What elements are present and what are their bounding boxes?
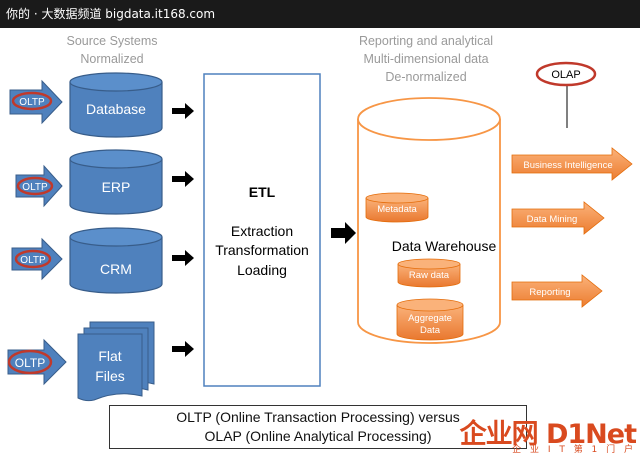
metadata-label: Metadata (377, 204, 417, 215)
watermark-main: 企业网 D1Net (459, 419, 637, 450)
source-header-line2: Normalized (80, 52, 144, 66)
etl-line-extraction: Extraction (231, 223, 293, 239)
output-label: Data Mining (527, 214, 578, 225)
source-label: Database (86, 101, 146, 117)
etl-line-transformation: Transformation (215, 242, 309, 258)
output-data-mining-arrow: Data Mining (511, 201, 605, 235)
output-label: Reporting (529, 287, 570, 298)
source-label: ERP (102, 179, 131, 195)
source-label: CRM (100, 261, 132, 277)
arrow-to-etl (172, 171, 194, 187)
watermark-logo: 企业网 D1Net 企 业 I T 第 1 门 户 (460, 412, 640, 458)
oltp-tag: OLTP (14, 249, 52, 269)
olap-tag-label: OLAP (551, 69, 580, 81)
etl-line-loading: Loading (237, 262, 287, 278)
warehouse-label: Data Warehouse (392, 238, 497, 254)
arrow-to-etl (172, 250, 194, 266)
raw-data-cylinder: Raw data (397, 258, 461, 288)
raw-data-label: Raw data (409, 270, 450, 281)
source-label-line2: Files (95, 368, 125, 384)
aggregate-label-line2: Data (420, 325, 441, 336)
arrow-to-etl (172, 103, 194, 119)
output-business-intelligence-arrow: Business Intelligence (511, 147, 633, 181)
oltp-tag-label: OLTP (20, 255, 46, 266)
aggregate-data-cylinder: Aggregate Data (396, 298, 464, 341)
source-systems-header: Source Systems Normalized (50, 32, 174, 68)
document-stack-icon: Flat Files (77, 321, 155, 402)
reporting-header: Reporting and analytical Multi-dimension… (336, 32, 516, 86)
caption-line2: OLAP (Online Analytical Processing) (204, 428, 432, 444)
arrow-to-etl (172, 341, 194, 357)
source-crm: OLTP CRM (11, 227, 194, 294)
metadata-cylinder: Metadata (365, 192, 429, 223)
output-label: Business Intelligence (523, 160, 612, 171)
oltp-tag: OLTP (7, 349, 53, 375)
oltp-tag: OLTP (16, 176, 54, 196)
output-reporting-arrow: Reporting (511, 274, 603, 308)
caption-line1: OLTP (Online Transaction Processing) ver… (176, 409, 460, 425)
oltp-tag-label: OLTP (15, 356, 45, 370)
source-label: Flat (98, 348, 121, 364)
crm-cylinder: CRM (69, 227, 163, 294)
watermark-sub: 企 业 I T 第 1 门 户 (512, 445, 636, 455)
data-warehouse-cylinder: Data Warehouse Metadata Raw data Aggrega… (357, 97, 501, 344)
caption-box: OLTP (Online Transaction Processing) ver… (109, 405, 527, 449)
reporting-header-line2: Multi-dimensional data (363, 52, 489, 66)
source-erp: OLTP ERP (15, 149, 194, 215)
oltp-tag-label: OLTP (19, 97, 45, 108)
source-database: OLTP Database (9, 72, 194, 138)
database-cylinder: Database (69, 72, 163, 138)
reporting-header-line3: De-normalized (385, 70, 467, 84)
aggregate-label-line1: Aggregate (408, 313, 452, 324)
reporting-header-line1: Reporting and analytical (358, 34, 494, 48)
etl-title: ETL (249, 184, 276, 200)
site-banner: 你的 · 大数据频道 bigdata.it168.com (0, 0, 640, 28)
oltp-tag-label: OLTP (22, 182, 48, 193)
source-header-line1: Source Systems (66, 34, 158, 48)
etl-box: ETL Extraction Transformation Loading (203, 73, 321, 387)
arrow-etl-to-warehouse (331, 222, 356, 244)
source-flat-files: OLTP Flat Files (7, 321, 194, 402)
erp-cylinder: ERP (69, 149, 163, 215)
olap-tag: OLAP (535, 61, 597, 128)
oltp-tag: OLTP (11, 91, 53, 111)
